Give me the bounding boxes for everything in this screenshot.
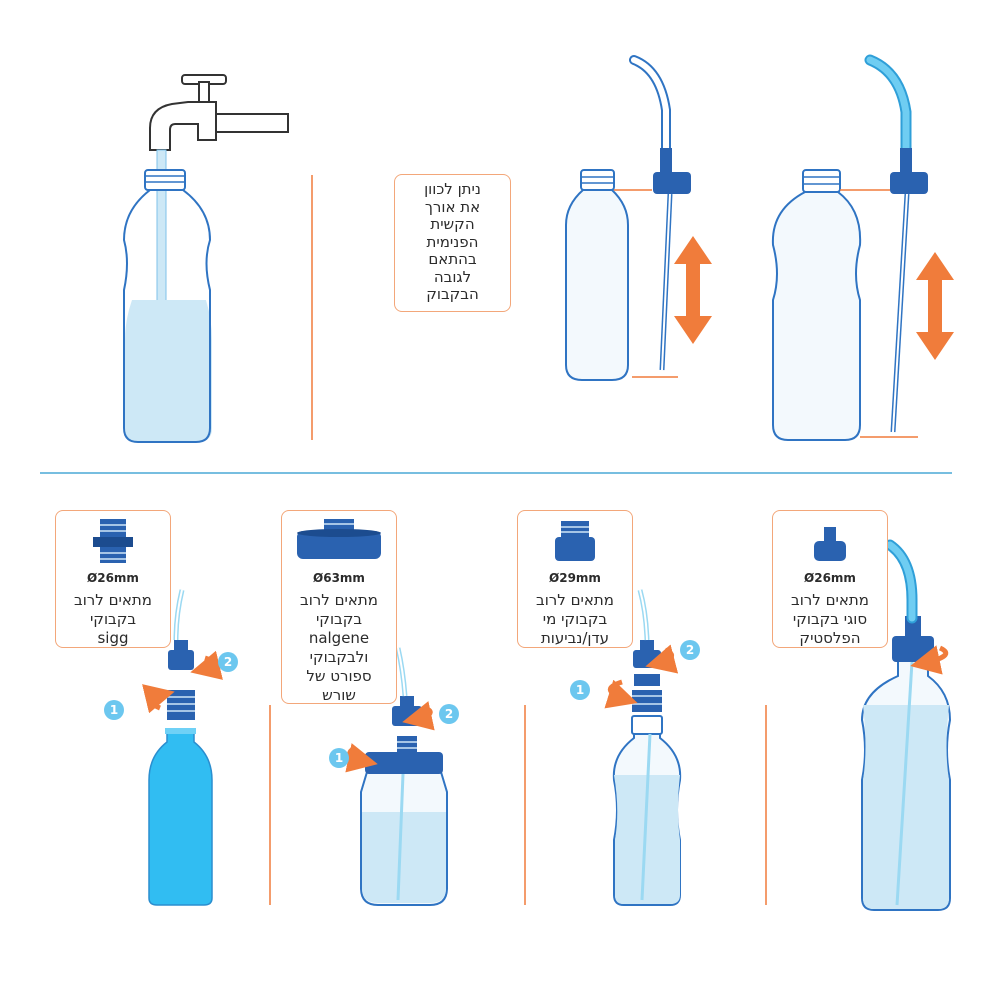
eden-adapter (632, 640, 662, 712)
adjust-length-arrow (916, 252, 954, 360)
rotate-arrow-2 (402, 701, 435, 731)
step-badge-1: 1 (329, 748, 349, 768)
adapter-size: Ø29mm (549, 571, 601, 585)
adapter-size: Ø26mm (87, 571, 139, 585)
adjust-length-arrow (674, 236, 712, 344)
rotate-arrow-1 (345, 743, 378, 773)
rotate-arrow-2 (190, 650, 223, 680)
adapter-size: Ø26mm (804, 571, 856, 585)
nalgene-bottle (360, 752, 448, 906)
instruction-text: ניתן לכוון את אורך הקשית הפנימית בהתאם ל… (424, 180, 481, 303)
sigg-adapter (167, 640, 195, 720)
adapter-card-nalgene: Ø63mm מתאים לרוב בקבוקי nalgene ולבקבוקי… (281, 510, 397, 704)
small-bottle (565, 169, 629, 381)
sport-cap-icon (814, 527, 846, 561)
rotate-arrow (910, 645, 949, 675)
threaded-adapter-icon (93, 519, 133, 563)
adapter-description: מתאים לרוב סוגי בקבוקי הפלסטיק (791, 591, 869, 647)
adapter-description: מתאים לרוב בקבוקי מי עדן/נביעות (536, 591, 614, 647)
nalgene-adapter (392, 696, 422, 754)
step-badge-2: 2 (439, 704, 459, 724)
rotate-arrow-2 (645, 644, 679, 674)
adapter-size: Ø63mm (313, 571, 365, 585)
sigg-bottle (148, 728, 213, 906)
rotate-arrow-1 (142, 684, 175, 714)
instruction-callout: ניתן לכוון את אורך הקשית הפנימית בהתאם ל… (394, 174, 511, 312)
straw-assembly-short (629, 55, 691, 371)
large-bottle (771, 169, 862, 441)
adapter-description: מתאים לרוב בקבוקי nalgene ולבקבוקי ספורט… (300, 591, 378, 704)
adapter-card-eden: Ø29mm מתאים לרוב בקבוקי מי עדן/נביעות (517, 510, 633, 648)
straw-assembly-long (864, 54, 928, 433)
plastic-bottle (860, 659, 952, 911)
cap-adapter-icon (555, 521, 595, 561)
rotate-arrow-1 (604, 679, 638, 709)
faucet-icon (149, 74, 289, 151)
step-badge-1: 1 (104, 700, 124, 720)
filling-bottle (122, 169, 212, 443)
step-badge-2: 2 (218, 652, 238, 672)
step-badge-1: 1 (570, 680, 590, 700)
step-badge-2: 2 (680, 640, 700, 660)
adapter-card-plastic: Ø26mm מתאים לרוב סוגי בקבוקי הפלסטיק (772, 510, 888, 648)
adapter-card-sigg: Ø26mm מתאים לרוב בקבוקי sigg (55, 510, 171, 648)
wide-cap-adapter-icon (297, 519, 381, 559)
adapter-description: מתאים לרוב בקבוקי sigg (74, 591, 152, 647)
